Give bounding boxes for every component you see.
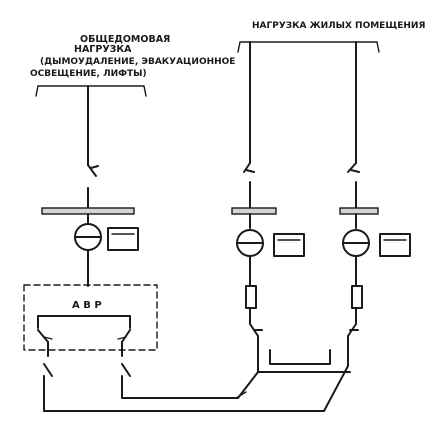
disconnector-right bbox=[347, 162, 357, 173]
avr-box bbox=[23, 284, 158, 351]
residential-feeder-1 bbox=[231, 41, 305, 357]
interconnect-wiring bbox=[43, 349, 351, 412]
disconnector-left bbox=[87, 164, 97, 177]
busbar-middle bbox=[231, 207, 277, 215]
meter-display-left bbox=[107, 227, 139, 251]
avr-contact-right bbox=[121, 329, 131, 343]
common-load-feeder: А В Р bbox=[23, 85, 158, 412]
avr-contact-left bbox=[37, 329, 49, 343]
residential-load-bracket bbox=[237, 41, 380, 53]
residential-load-label: НАГРУЗКА ЖИЛЫХ ПОМЕЩЕНИЯ bbox=[252, 21, 425, 31]
busbar-right bbox=[339, 207, 379, 215]
disconnector-middle bbox=[243, 162, 251, 173]
meter-display-right bbox=[379, 233, 411, 257]
residential-feeder-2 bbox=[339, 41, 411, 357]
lower-switch-right bbox=[121, 363, 131, 377]
common-load-line1: ОБЩЕДОМОВАЯ bbox=[80, 34, 170, 45]
avr-label: А В Р bbox=[72, 300, 102, 311]
common-load-bracket bbox=[35, 85, 147, 97]
common-load-line3: (ДЫМОУДАЛЕНИЕ, ЭВАКУАЦИОННОЕ bbox=[40, 57, 235, 67]
common-load-label: ОБЩЕДОМОВАЯ НАГРУЗКА (ДЫМОУДАЛЕНИЕ, ЭВАК… bbox=[30, 34, 235, 79]
fuse-right bbox=[351, 285, 363, 309]
common-load-line2: НАГРУЗКА bbox=[74, 44, 132, 55]
lower-switch-left bbox=[43, 363, 53, 377]
fuse-middle bbox=[245, 285, 257, 309]
common-load-line4: ОСВЕЩЕНИЕ, ЛИФТЫ) bbox=[30, 69, 147, 79]
meter-display-middle bbox=[273, 233, 305, 257]
